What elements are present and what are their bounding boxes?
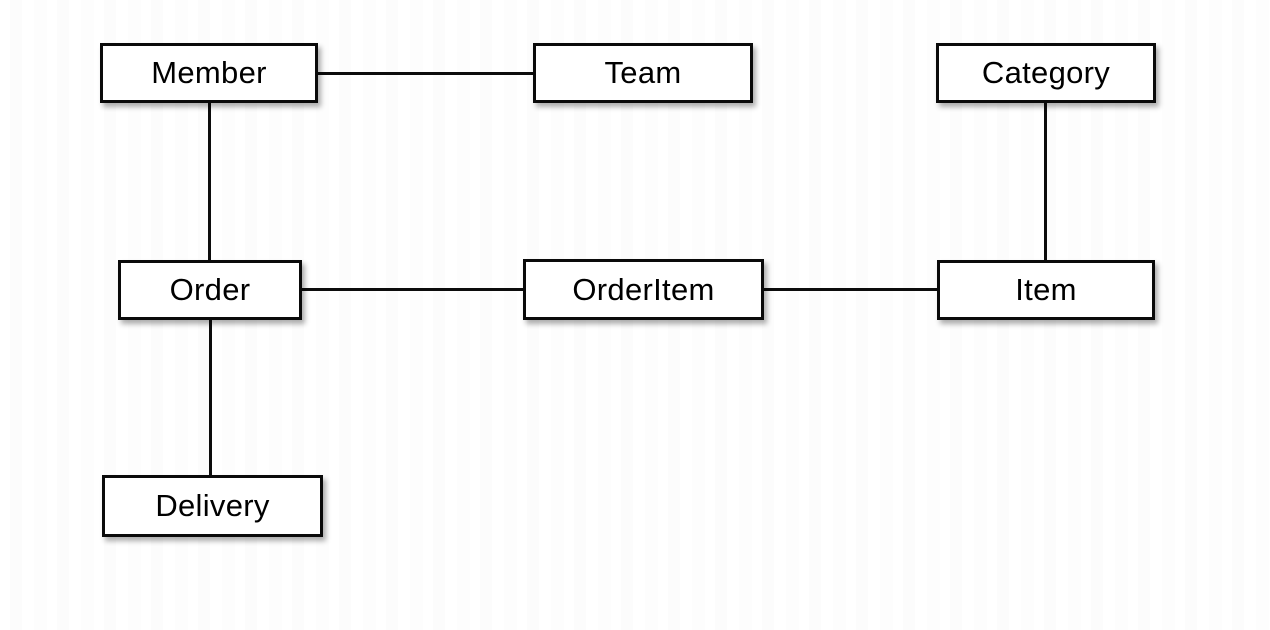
entity-box-category: Category (936, 43, 1156, 103)
edge-order-orderitem (302, 288, 523, 291)
entity-label-orderitem: OrderItem (572, 271, 715, 307)
entity-label-item: Item (1015, 272, 1077, 307)
entity-box-team: Team (533, 43, 753, 103)
entity-label-category: Category (981, 55, 1111, 90)
entity-box-delivery: Delivery (102, 475, 323, 537)
edge-member-team (318, 72, 533, 75)
entity-box-orderitem: OrderItem (523, 259, 764, 320)
edge-category-item (1044, 103, 1047, 260)
edge-order-delivery (209, 320, 212, 475)
entity-box-member: Member (100, 43, 318, 103)
entity-label-order: Order (169, 272, 251, 307)
entity-label-team: Team (604, 55, 682, 90)
entity-label-delivery: Delivery (155, 488, 270, 523)
edge-member-order (208, 103, 211, 260)
entity-label-member: Member (151, 55, 267, 90)
edge-orderitem-item (764, 288, 937, 291)
entity-box-item: Item (937, 260, 1155, 320)
entity-box-order: Order (118, 260, 302, 320)
